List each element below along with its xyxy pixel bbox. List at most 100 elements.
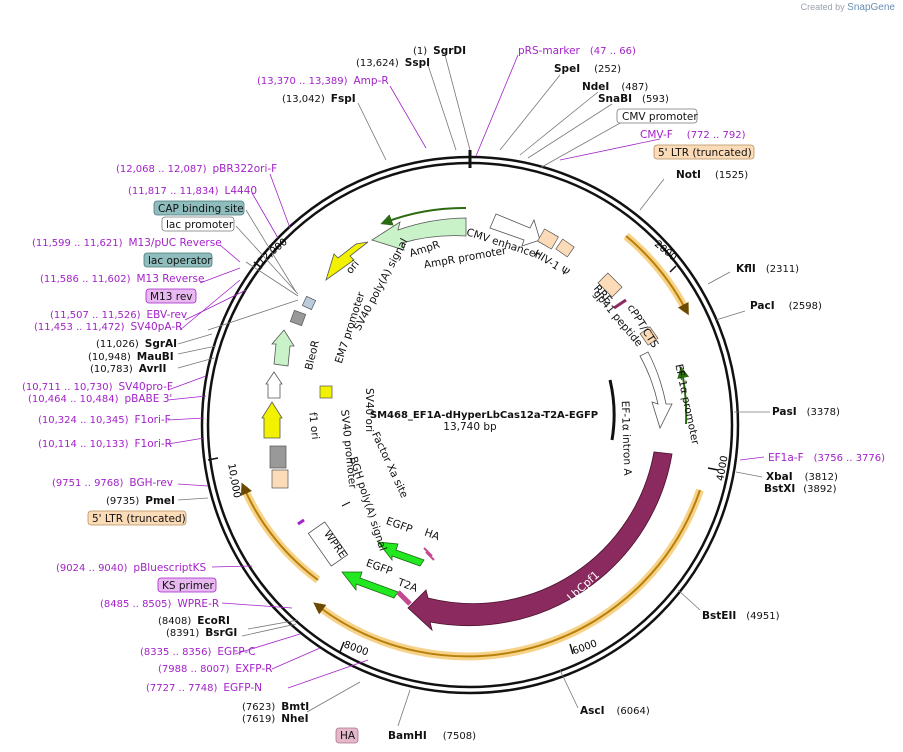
site-bstxi: BstXI(3892): [764, 483, 837, 495]
lentiviral-arcs: [240, 232, 704, 661]
site-bsrgi: (8391)BsrGI: [166, 627, 237, 639]
cppt-box: [639, 326, 659, 346]
sv40-promoter-box: [269, 445, 287, 469]
primer-pbabe3: (10,464 .. 10,484)pBABE 3': [28, 393, 172, 405]
site-sspi: (13,624)SspI: [356, 57, 430, 69]
label-ha-inner: HA: [423, 527, 442, 544]
ef1a-intron: [608, 379, 616, 441]
ampr-feature: [371, 217, 467, 251]
ef1a-promoter-feature: [639, 351, 673, 430]
cmv-box: [537, 228, 559, 250]
primer-l4440: (11,817 .. 11,834)L4440: [128, 185, 257, 197]
site-fspi: (13,042)FspI: [282, 93, 356, 105]
ef1a-expr-arrow: [677, 366, 690, 425]
label-factor-xa: Factor Xa site: [369, 430, 410, 500]
label-sv40-ori: SV40 ori: [363, 388, 375, 432]
primer-amp-r: (13,370 .. 13,389)Amp-R: [257, 75, 389, 87]
cmv-promoter-label: CMV promoter: [622, 111, 698, 123]
ks-primer-box: [157, 577, 217, 593]
primer-ebv-rev: (11,507 .. 11,526)EBV-rev: [50, 309, 187, 321]
lac-promoter-label: lac promoter: [166, 219, 234, 231]
label-bleor: BleoR: [303, 339, 322, 371]
site-bsteii: BstEII(4951): [702, 610, 780, 622]
hiv-psi-box: [555, 238, 575, 258]
m13rev-label: M13 rev: [150, 291, 193, 303]
site-noti: NotI(1525): [676, 169, 748, 181]
label-sv40-promoter: SV40 promoter: [338, 409, 358, 490]
primer-exfp-r: (7988 .. 8007)EXFP-R: [158, 663, 272, 675]
bgh-marker: [297, 518, 305, 526]
tick-label-10000: 10,000: [225, 463, 242, 499]
site-xbai: XbaI(3812): [766, 471, 838, 483]
primer-m13-puc-reverse: (11,599 .. 11,621)M13/pUC Reverse: [32, 237, 222, 249]
site-asci: AscI(6064): [580, 705, 650, 717]
primer-prs-marker: pRS-marker(47 .. 66): [518, 45, 636, 57]
sv40-polya-box: [301, 295, 317, 311]
ori-feature: [325, 241, 369, 282]
f1ori-feature: [261, 401, 283, 439]
lac-operator-box: [143, 252, 213, 268]
bleor-feature: [271, 329, 295, 367]
primer-m13-reverse: (11,586 .. 11,602)M13 Reverse: [40, 273, 204, 285]
site-ndei: NdeI(487): [582, 81, 648, 93]
rre-box: [597, 272, 623, 298]
site-kfli: KflI(2311): [736, 263, 799, 275]
site-nhei: (7619)NheI: [242, 713, 309, 725]
ks-primer-label: KS primer: [162, 580, 214, 592]
site-ecori: (8408)EcoRI: [158, 615, 230, 627]
primer-cmv-f: CMV-F(772 .. 792): [640, 129, 746, 141]
site-avrii: (10,783)AvrII: [90, 363, 166, 375]
ltr-bottom-label: 5' LTR (truncated): [92, 513, 186, 525]
site-spei: SpeI(252): [554, 63, 621, 75]
primer-egfp-c: (8335 .. 8356)EGFP-C: [140, 646, 255, 658]
gp41-feature: [613, 298, 627, 310]
ha-box-label: HA: [340, 730, 356, 742]
tick-label-12000: 12,000: [256, 237, 290, 268]
label-f1ori: f1 ori: [306, 412, 321, 440]
site-pmei: (9735)PmeI: [106, 495, 175, 507]
ltr-bottom-box: [271, 469, 289, 489]
primer-bgh-rev: (9751 .. 9768)BGH-rev: [52, 477, 173, 489]
factor-xa-marker: [341, 501, 351, 507]
egfp2-feature: [341, 571, 399, 599]
primer-wpre-r: (8485 .. 8505)WPRE-R: [100, 598, 219, 610]
primer-f1ori-r: (10,114 .. 10,133)F1ori-R: [38, 438, 172, 450]
primer-egfp-n: (7727 .. 7748)EGFP-N: [146, 682, 262, 694]
snapgene-credit: Created by SnapGene: [800, 2, 895, 13]
wpre-feature: [307, 521, 349, 567]
ampr-promoter-feature: [489, 213, 541, 247]
site-sgrai: (11,026)SgrAI: [96, 338, 177, 350]
primer-sv40pa-r: (11,453 .. 11,472)SV40pA-R: [34, 321, 182, 333]
cmv-promoter-box: [616, 108, 698, 124]
ltr-bottom-label-box: [87, 510, 187, 526]
egfp1-feature: [377, 541, 425, 567]
site-sgrdi: (1)SgrDI: [413, 45, 466, 57]
lbcpf1-feature: [407, 451, 673, 632]
site-maubi: (10,948)MauBI: [88, 351, 174, 363]
snapgene-logo: SnapGene: [847, 2, 895, 13]
primer-ef1a-f: EF1a-F(3756 .. 3776): [768, 452, 885, 464]
ha-inner-feature: [423, 547, 435, 561]
label-egfp2: EGFP: [364, 557, 394, 578]
cap-binding-box: [153, 200, 245, 216]
primer-pbluescriptks: (9024 .. 9040)pBluescriptKS: [56, 562, 206, 574]
t2a-feature: [396, 590, 412, 606]
label-ef1a-promoter: EF-1α promoter: [672, 363, 701, 446]
ha-box: [335, 727, 359, 744]
tick-label-4000: 4000: [715, 455, 730, 482]
ltr-top-box: [653, 144, 755, 160]
lac-operator-label: lac operator: [148, 255, 212, 267]
site-paci: PacI(2598): [750, 300, 822, 312]
cap-binding-label: CAP binding site: [158, 203, 244, 215]
primer-f1ori-f: (10,324 .. 10,345)F1ori-F: [38, 414, 171, 426]
site-pasi: PasI(3378): [772, 406, 840, 418]
label-egfp1: EGFP: [384, 515, 414, 536]
tick-marks: [207, 261, 719, 655]
ltr-top-label: 5' LTR (truncated): [658, 147, 752, 159]
em7-box: [289, 309, 307, 327]
sv40-feature: [265, 371, 283, 399]
plasmid-name: SM468_EF1A-dHyperLbCas12a-T2A-EGFP: [370, 410, 598, 421]
site-bmti: (7623)BmtI: [242, 701, 309, 713]
label-sv40-polya: SV40 poly(A) signal: [352, 237, 411, 333]
